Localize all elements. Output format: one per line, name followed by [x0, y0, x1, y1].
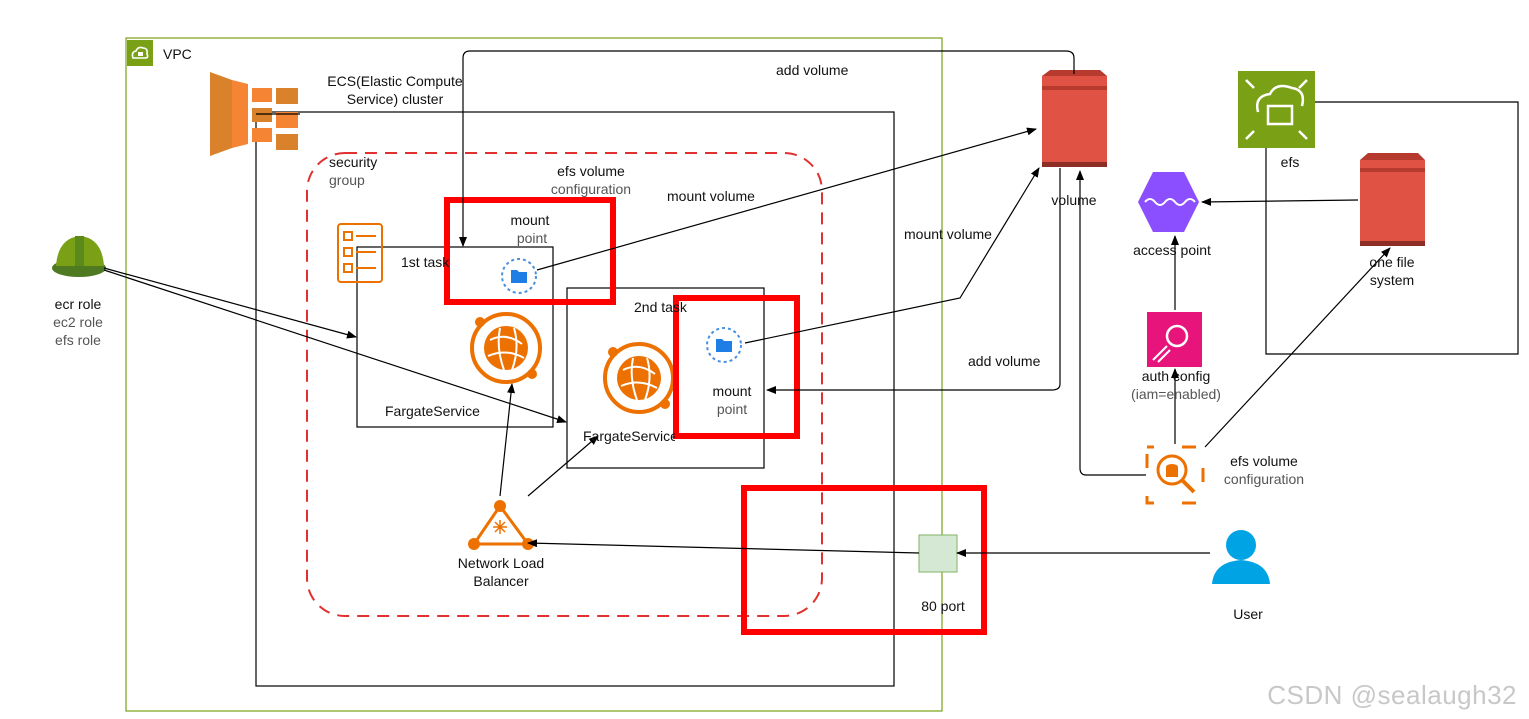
task-1-box	[356, 246, 554, 428]
efs-volume-config-inner-label-2: configuration	[550, 181, 632, 197]
edge-nlb-fargate-1	[499, 383, 516, 497]
vpc-boundary	[125, 37, 943, 712]
efs-label: efs	[1280, 154, 1300, 170]
fargate-icon-1	[470, 312, 542, 384]
volume-icon	[1042, 70, 1107, 167]
mount-point-1-label-2: point	[516, 230, 548, 246]
one-file-system-icon	[1360, 153, 1425, 246]
nlb-label-1: Network Load	[457, 555, 545, 571]
mount-point-1-label-1: mount	[510, 212, 550, 228]
edge-add-volume-top	[459, 50, 1075, 247]
efs-config-icon	[1145, 445, 1205, 505]
edge-label-mount-volume-1: mount volume	[667, 188, 755, 204]
auth-config-label-2: (iam=enabled)	[1131, 386, 1221, 402]
edge-nlb-fargate-2	[527, 435, 599, 497]
highlight-mount-point-1	[444, 197, 616, 305]
security-group-boundary	[306, 152, 823, 617]
edge-label-mount-volume-2: mount volume	[904, 226, 992, 242]
auth-config-icon	[1147, 312, 1202, 367]
fargate-icon-2	[603, 342, 675, 414]
port-label: 80 port	[921, 598, 965, 614]
watermark: CSDN @sealaugh32	[1267, 680, 1517, 710]
role-label-2: ec2 role	[53, 314, 103, 330]
access-point-icon	[1138, 172, 1199, 232]
one-file-system-label-1: one file	[1369, 254, 1415, 270]
efs-system-frame	[1265, 101, 1519, 355]
volume-label: volume	[1051, 192, 1097, 208]
mount-point-icon-2	[706, 327, 742, 363]
efs-volume-config-inner-label-1: efs volume	[557, 163, 625, 179]
edge-role-task-1	[103, 267, 357, 339]
access-point-label: access point	[1133, 242, 1211, 258]
vpc-cloud-icon	[127, 40, 153, 66]
user-label: User	[1233, 606, 1263, 622]
nlb-label-2: Balancer	[473, 573, 529, 589]
connectors	[103, 50, 1391, 557]
edge-role-task-2	[103, 269, 567, 423]
task-2-label: 2nd task	[634, 299, 687, 315]
one-file-system-label-2: system	[1369, 272, 1415, 288]
auth-config-label-1: auth config	[1141, 368, 1211, 384]
edge-mount-volume-1	[536, 127, 1037, 271]
task-2-box	[566, 287, 765, 469]
highlight-port	[741, 485, 987, 635]
hard-hat-icon	[52, 236, 106, 277]
ecs-label-1: ECS(Elastic Compute	[327, 73, 463, 89]
fargate-service-1-label: FargateService	[385, 403, 480, 419]
efs-volume-config-outer-label-2: configuration	[1223, 471, 1305, 487]
edge-config-fs	[1204, 247, 1391, 448]
edge-mount-volume-2	[744, 167, 1040, 344]
edge-config-volume	[1076, 170, 1146, 476]
role-label-1: ecr role	[54, 296, 102, 312]
role-label-3: efs role	[55, 332, 101, 348]
mount-point-icon-1	[501, 258, 537, 294]
task-1-label: 1st task	[401, 254, 450, 270]
checklist-icon	[337, 223, 383, 283]
efs-volume-config-outer-label-1: efs volume	[1230, 453, 1298, 469]
ecs-label-2: Service) cluster	[346, 91, 444, 107]
vpc-label: VPC	[163, 46, 192, 62]
efs-icon	[1238, 71, 1315, 148]
edge-label-add-volume-mid: add volume	[968, 353, 1041, 369]
security-group-label-2: group	[329, 172, 365, 188]
mount-point-2-label-2: point	[716, 401, 748, 417]
port-80-box	[918, 534, 958, 573]
fargate-service-2-label: FargateService	[583, 428, 675, 444]
ecs-cluster-box	[255, 111, 895, 687]
user-icon	[1212, 530, 1270, 584]
security-group-label-1: security	[329, 154, 378, 170]
ecs-icon	[210, 72, 298, 156]
edge-port-nlb	[527, 539, 920, 554]
highlight-mount-point-2	[673, 295, 800, 439]
mount-point-2-label-1: mount	[712, 383, 752, 399]
edge-add-volume-mid	[766, 168, 1061, 394]
network-load-balancer-icon	[468, 500, 534, 550]
edge-fs-access	[1201, 197, 1359, 206]
edge-label-add-volume-top: add volume	[776, 62, 849, 78]
